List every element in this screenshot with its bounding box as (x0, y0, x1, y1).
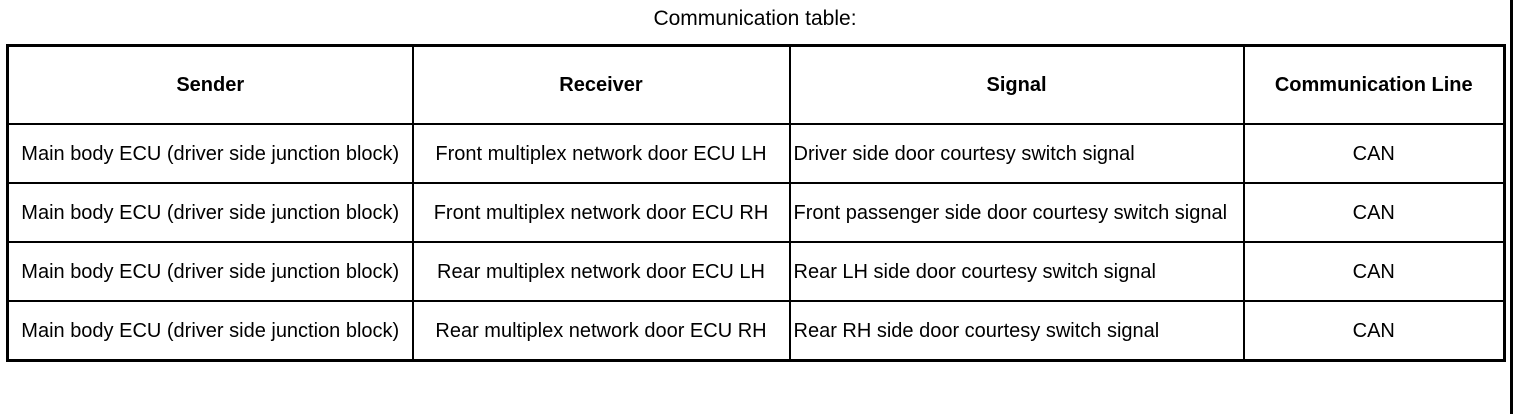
header-sender: Sender (6, 44, 414, 125)
cell-signal: Rear RH side door courtesy switch signal (788, 300, 1245, 362)
cell-sender: Main body ECU (driver side junction bloc… (6, 182, 414, 243)
header-receiver: Receiver (411, 44, 791, 125)
header-signal: Signal (788, 44, 1245, 125)
table-row: Main body ECU (driver side junction bloc… (6, 300, 1506, 362)
table-row: Main body ECU (driver side junction bloc… (6, 182, 1506, 243)
cell-communication-line: CAN (1242, 300, 1506, 362)
table-row: Main body ECU (driver side junction bloc… (6, 241, 1506, 302)
cell-signal: Front passenger side door courtesy switc… (788, 182, 1245, 243)
cell-communication-line: CAN (1242, 182, 1506, 243)
cell-signal: Rear LH side door courtesy switch signal (788, 241, 1245, 302)
table-row: Main body ECU (driver side junction bloc… (6, 123, 1506, 184)
cell-sender: Main body ECU (driver side junction bloc… (6, 123, 414, 184)
header-communication-line: Communication Line (1242, 44, 1506, 125)
cell-sender: Main body ECU (driver side junction bloc… (6, 241, 414, 302)
page-edge-rule (1510, 0, 1513, 414)
cell-receiver: Front multiplex network door ECU LH (411, 123, 791, 184)
cell-receiver: Rear multiplex network door ECU RH (411, 300, 791, 362)
table-header-row: Sender Receiver Signal Communication Lin… (6, 44, 1506, 125)
communication-table: Sender Receiver Signal Communication Lin… (6, 44, 1506, 362)
cell-receiver: Front multiplex network door ECU RH (411, 182, 791, 243)
cell-signal: Driver side door courtesy switch signal (788, 123, 1245, 184)
cell-communication-line: CAN (1242, 123, 1506, 184)
cell-communication-line: CAN (1242, 241, 1506, 302)
communication-table-container: Sender Receiver Signal Communication Lin… (6, 44, 1506, 362)
cell-receiver: Rear multiplex network door ECU LH (411, 241, 791, 302)
cell-sender: Main body ECU (driver side junction bloc… (6, 300, 414, 362)
table-caption: Communication table: (653, 7, 857, 30)
